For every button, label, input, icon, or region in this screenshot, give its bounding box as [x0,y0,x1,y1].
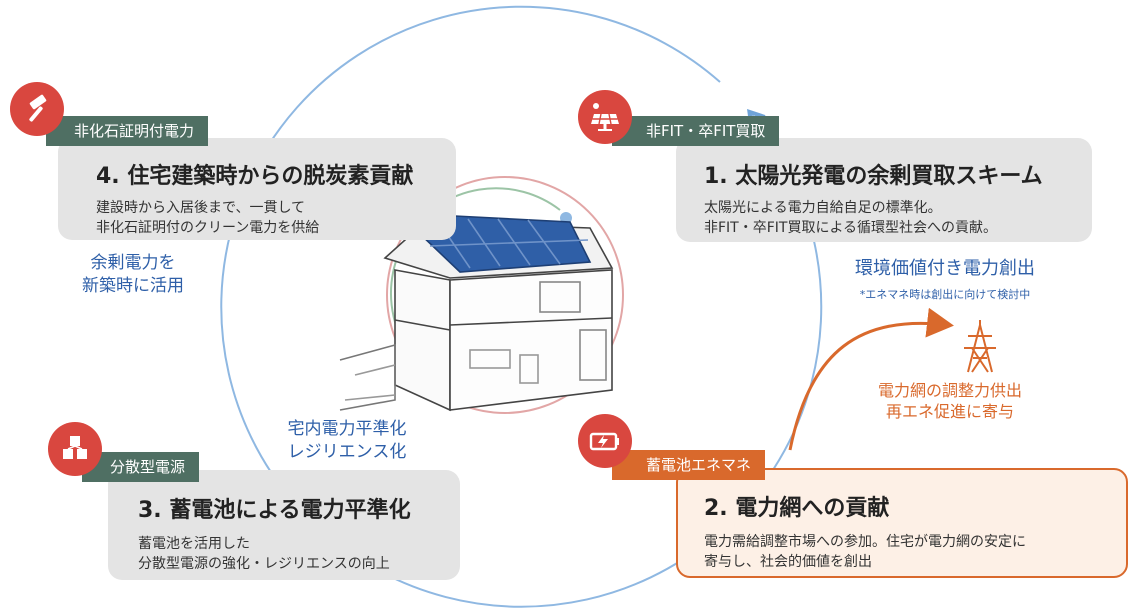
card-solar-buyback-line1: 太陽光による電力自給自足の標準化。 [704,200,942,216]
card-decarbonization: 4. 住宅建築時からの脱炭素貢献 建設時から入居後まで、一貫して 非化石証明付の… [58,138,456,240]
inner-ring-red [386,176,624,414]
surplus-line1: 余剰電力を [90,253,176,273]
tag-fit-buyback: 非FIT・卒FIT買取 [612,116,780,146]
card-grid-contribution-line1: 電力需給調整市場への参加。住宅が電力網の安定に [704,534,1026,550]
card-battery-leveling-title: 3. 蓄電池による電力平準化 [138,498,411,523]
card-solar-buyback-line2: 非FIT・卒FIT買取による循環型社会への貢献。 [704,220,998,236]
card-battery-leveling-line2: 分散型電源の強化・レジリエンスの向上 [138,556,390,572]
card-solar-buyback: 1. 太陽光発電の余剰買取スキーム 太陽光による電力自給自足の標準化。 非FIT… [676,138,1092,242]
card-solar-buyback-title: 1. 太陽光発電の余剰買取スキーム [704,164,1043,189]
card-battery-leveling-body: 蓄電池を活用した 分散型電源の強化・レジリエンスの向上 [138,534,442,574]
grid-line1: 電力網の調整力供出 [877,381,1022,400]
card-grid-contribution-title: 2. 電力網への貢献 [704,496,890,521]
card-decarbonization-title: 4. 住宅建築時からの脱炭素貢献 [96,164,414,189]
leveling-line1: 宅内電力平準化 [287,419,407,439]
card-battery-leveling-line1: 蓄電池を活用した [138,536,250,552]
grid-annotation: 電力網の調整力供出 再エネ促進に寄与 [850,380,1050,422]
power-tower-icon [964,320,996,373]
env-value-note: *エネマネ時は創出に向けて検討中 [859,288,1031,301]
leveling-line2: レジリエンス化 [287,442,407,462]
hammer-icon [29,94,47,122]
grid-arrow [788,307,954,451]
card-grid-contribution: 2. 電力網への貢献 電力需給調整市場への参加。住宅が電力網の安定に 寄与し、社… [676,468,1128,578]
card-grid-contribution-body: 電力需給調整市場への参加。住宅が電力網の安定に 寄与し、社会的価値を創出 [704,532,1108,572]
solar-panel-icon [591,103,619,131]
card-battery-leveling: 3. 蓄電池による電力平準化 蓄電池を活用した 分散型電源の強化・レジリエンスの… [108,470,460,580]
badge-hammer [10,82,64,136]
tag-distributed-power: 分散型電源 [82,452,200,482]
env-value-text: 環境価値付き電力創出 [855,258,1035,279]
battery-icon [589,432,619,451]
card-grid-contribution-line2: 寄与し、社会的価値を創出 [704,554,872,570]
leveling-annotation: 宅内電力平準化 レジリエンス化 [272,418,422,464]
card-solar-buyback-body: 太陽光による電力自給自足の標準化。 非FIT・卒FIT買取による循環型社会への貢… [704,198,1074,238]
tag-non-fossil: 非化石証明付電力 [46,116,209,146]
grid-line2: 再エネ促進に寄与 [885,402,1014,421]
card-decarbonization-body: 建設時から入居後まで、一貫して 非化石証明付のクリーン電力を供給 [96,198,438,238]
badge-solar [578,90,632,144]
surplus-annotation: 余剰電力を 新築時に活用 [78,252,188,298]
surplus-line2: 新築時に活用 [82,276,184,296]
cubes-icon [63,436,87,459]
env-value-annotation: 環境価値付き電力創出 *エネマネ時は創出に向けて検討中 [820,257,1070,302]
card-decarbonization-line1: 建設時から入居後まで、一貫して [96,200,306,216]
badge-battery [578,414,632,468]
badge-cubes [48,422,102,476]
house-illustration [339,215,614,412]
card-decarbonization-line2: 非化石証明付のクリーン電力を供給 [96,220,320,236]
tag-battery-energy-mgmt: 蓄電池エネマネ [612,450,766,480]
